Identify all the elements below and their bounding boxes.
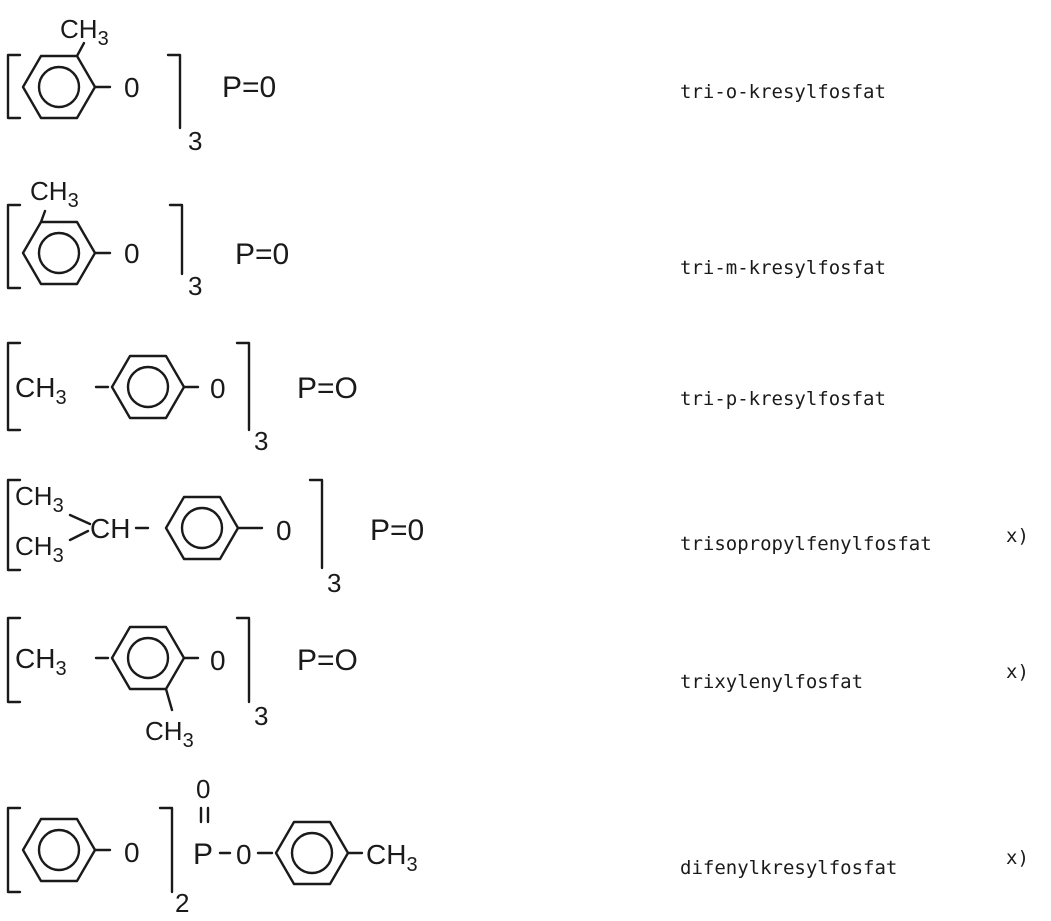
methyl-label-top: CH3 — [15, 481, 64, 517]
bond-methyl-bottom — [164, 687, 174, 712]
methyl-label-left: CH3 — [15, 643, 67, 680]
subscript-label: 2 — [175, 888, 189, 918]
bond-branch-bottom — [68, 529, 90, 542]
benzene-ring — [110, 625, 186, 691]
methyl-label: CH3 — [366, 839, 418, 876]
benzene-ring — [21, 54, 97, 120]
footnote-mark-6: x) — [1006, 847, 1029, 869]
bracket-right — [158, 806, 174, 894]
subscript-label: 3 — [254, 426, 268, 456]
ch-label: CH — [90, 513, 130, 544]
bracket-left — [6, 616, 22, 704]
compound-name-5: trixylenylfosfat — [680, 671, 864, 693]
benzene-ring — [110, 354, 186, 420]
po-label: P=0 — [370, 514, 424, 547]
structure-tri-m-kresylfosfat: CH3 0 3 P=0 — [6, 176, 289, 301]
compound-name-2: tri-m-kresylfosfat — [680, 257, 886, 279]
subscript-label: 3 — [188, 126, 202, 156]
po-label: P=0 — [235, 238, 289, 271]
structure-tri-p-kresylfosfat: CH3 0 3 P=O — [6, 341, 358, 456]
compound-name-1: tri-o-kresylfosfat — [680, 81, 886, 103]
structure-difenylkresylfosfat: 0 2 0 P 0 CH3 — [6, 774, 418, 918]
footnote-mark-5: x) — [1006, 661, 1029, 683]
benzene-ring — [164, 495, 240, 561]
phosphorus-label: P — [193, 838, 213, 871]
subscript-label: 3 — [188, 271, 202, 301]
oxygen-label: 0 — [210, 373, 226, 404]
methyl-label-bottom: CH3 — [145, 716, 194, 752]
bracket-right — [235, 616, 251, 704]
structure-trisopropylfenylfosfat: CH3 CH3 CH 0 3 P=0 — [6, 478, 424, 598]
benzene-ring — [21, 220, 97, 286]
benzene-ring-left — [21, 817, 97, 883]
compound-name-3: tri-p-kresylfosfat — [680, 388, 886, 410]
compound-name-4: trisopropylfenylfosfat — [680, 533, 932, 555]
bond-branch-top — [68, 513, 92, 526]
subscript-label: 3 — [254, 701, 268, 731]
methyl-label: CH3 — [30, 176, 79, 212]
benzene-ring-right — [274, 820, 350, 886]
bracket-right — [308, 478, 324, 570]
bracket-left — [6, 341, 22, 432]
footnote-mark-4: x) — [1006, 525, 1029, 547]
bracket-left — [6, 53, 22, 120]
bracket-left — [6, 806, 22, 894]
oxygen-label: 0 — [210, 645, 226, 676]
bracket-right — [166, 53, 182, 130]
compound-name-6: difenylkresylfosfat — [680, 857, 898, 879]
methyl-label: CH3 — [60, 14, 109, 50]
bracket-left — [6, 203, 22, 290]
structure-tri-o-kresylfosfat: CH3 0 3 P=0 — [6, 14, 276, 156]
bond-methyl — [75, 41, 86, 58]
oxygen-label-right: 0 — [236, 839, 252, 870]
structure-trixylenylfosfat: CH3 CH3 0 3 P=O — [6, 616, 358, 752]
oxygen-label-left: 0 — [124, 837, 140, 868]
methyl-label: CH3 — [15, 372, 67, 409]
subscript-label: 3 — [327, 568, 341, 598]
oxygen-label: 0 — [276, 515, 292, 546]
bracket-left — [6, 478, 22, 572]
po-label: P=O — [297, 644, 358, 677]
oxygen-label: 0 — [124, 238, 140, 269]
bracket-right — [168, 203, 184, 276]
methyl-label-bottom: CH3 — [15, 531, 64, 567]
bracket-right — [235, 341, 251, 432]
oxygen-label-top: 0 — [196, 774, 210, 804]
oxygen-label: 0 — [124, 72, 140, 103]
bond-methyl — [39, 209, 47, 224]
po-label: P=0 — [222, 71, 276, 104]
po-label: P=O — [297, 372, 358, 405]
